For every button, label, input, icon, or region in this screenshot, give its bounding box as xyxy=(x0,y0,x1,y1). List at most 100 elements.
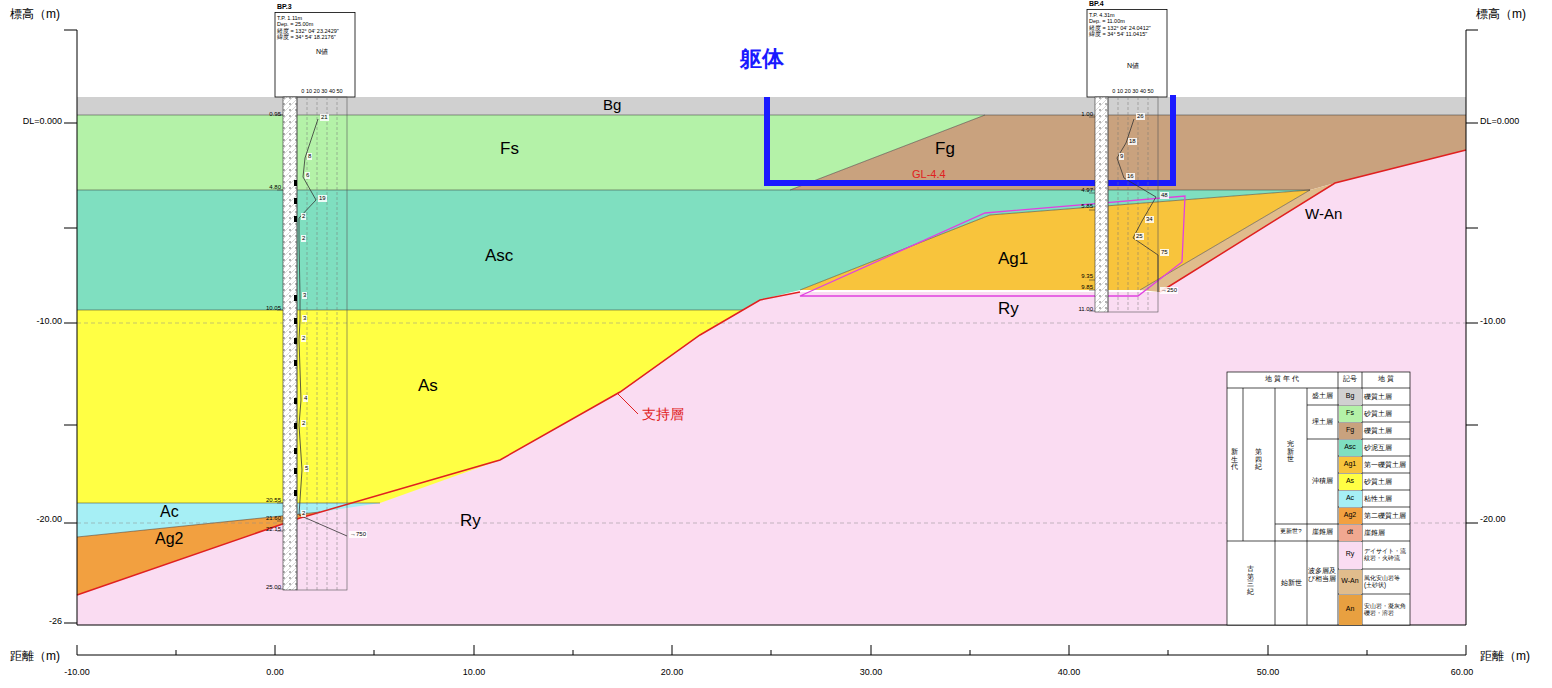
n-value: 48 xyxy=(1160,192,1169,199)
layer-symbol: Ry xyxy=(998,300,1019,319)
legend-text: 安山岩・凝灰角礫岩・溶岩 xyxy=(1364,603,1409,616)
structure-outline xyxy=(767,95,1173,183)
drawing-part xyxy=(1367,650,1368,655)
drawing-part xyxy=(1307,439,1338,440)
distance-tick: 40.00 xyxy=(1058,668,1081,678)
legend-text: 礫質土層 xyxy=(1364,393,1409,400)
legend-text: 粘性土層 xyxy=(1364,495,1409,502)
legend-symbol: Ry xyxy=(1346,550,1355,558)
n-value: 2 xyxy=(301,420,306,427)
elevation-label: -20.00 xyxy=(1480,515,1506,525)
n-value: 19 xyxy=(318,195,327,202)
leader-line xyxy=(618,394,638,414)
borehole-info: 経度 = 132° 04' 23.2429" xyxy=(277,28,339,34)
drawing-part xyxy=(64,523,77,524)
legend-symbol: An xyxy=(1346,605,1355,613)
drawing-part xyxy=(1362,372,1363,625)
legend-header: 始新世 xyxy=(1281,579,1302,587)
legend-symbol: Ag1 xyxy=(1344,460,1356,468)
depth-label: 21.60 xyxy=(266,515,281,522)
borehole-log xyxy=(283,97,297,590)
n-value: 18 xyxy=(1128,138,1137,145)
n-value: 2 xyxy=(301,510,306,517)
borehole-info: 緯度 = 34° 54' 18.2176" xyxy=(277,34,339,40)
legend-header: 第四紀 xyxy=(1255,448,1262,471)
elevation-label: -10.00 xyxy=(36,317,62,327)
legend-symbol: Ag2 xyxy=(1344,511,1356,519)
drawing-part xyxy=(1466,228,1478,229)
drawing-part xyxy=(294,198,297,204)
drawing-part xyxy=(573,650,574,655)
layer-symbol: Asc xyxy=(485,247,513,266)
borehole-info: T.P. 1.11m xyxy=(277,15,339,21)
w-an-layer xyxy=(1140,183,1335,292)
distance-tick: 20.00 xyxy=(661,668,684,678)
legend-symbol: Asc xyxy=(1344,443,1356,451)
borehole-info: Dep. = 25.00m xyxy=(277,21,339,27)
drawing-part xyxy=(1275,388,1276,625)
drawing-part xyxy=(1118,97,1119,312)
legend-text: 砂質土層 xyxy=(1364,410,1409,417)
sampling-marks xyxy=(294,168,1108,496)
borehole-info: T.P. 4.31m xyxy=(1089,12,1151,18)
elevation-label: DL=0.000 xyxy=(1480,117,1519,127)
n-value-scale: 0 10 20 30 40 50 xyxy=(301,88,342,94)
drawing-part xyxy=(64,228,77,229)
depth-label: 22.15 xyxy=(266,526,281,533)
distance-tick: 10.00 xyxy=(463,668,486,678)
drawing-part xyxy=(77,30,78,625)
n-value: 2 xyxy=(301,335,306,342)
drawing-part xyxy=(317,97,318,590)
n-value: 2 xyxy=(301,213,306,220)
drawing-part xyxy=(1307,524,1338,525)
legend-header: 地 質 xyxy=(1378,375,1394,383)
depth-label: 4.97 xyxy=(1081,187,1093,194)
legend-table xyxy=(1227,372,1410,625)
layer-symbol: Fs xyxy=(500,140,519,159)
drawing-part xyxy=(1466,123,1478,124)
drawing-part xyxy=(1466,323,1478,324)
drawing-part xyxy=(771,650,772,655)
drawing-part xyxy=(294,468,297,474)
n-value: →250 xyxy=(1160,287,1178,294)
ag1-outline xyxy=(800,196,1185,296)
legend-symbol: Fs xyxy=(1346,409,1354,417)
n-value-grid xyxy=(297,97,347,590)
borehole-name: BP.4 xyxy=(1089,0,1151,8)
legend-symbol: dt xyxy=(1347,528,1353,536)
n-value-scale: N値 xyxy=(316,48,328,56)
legend-header: 古第三紀 xyxy=(1247,565,1254,596)
bearing-layer-line xyxy=(1160,150,1466,292)
elevation-label: DL=0.000 xyxy=(23,117,62,127)
drawing-part xyxy=(1275,541,1307,542)
drawing-part xyxy=(337,97,338,590)
axis-title: 距離（m) xyxy=(1480,650,1530,663)
n-value-scale: N値 xyxy=(1127,62,1139,70)
n-value: 3 xyxy=(302,315,307,322)
legend-text: 第一礫質土層 xyxy=(1364,461,1409,468)
legend-header: 完新世 xyxy=(1287,440,1294,463)
depth-label: 25.00 xyxy=(266,584,281,591)
n-value: 75 xyxy=(1160,249,1169,256)
distance-tick: 60.00 xyxy=(1451,668,1474,678)
drawing-part xyxy=(374,650,375,655)
legend-symbol: As xyxy=(1346,477,1354,485)
drawing-part xyxy=(77,645,78,655)
legend-text: 第二礫質土層 xyxy=(1364,512,1409,519)
drawing-part xyxy=(77,503,380,504)
level-label: GL-4.4 xyxy=(912,168,946,180)
depth-label: 0.95 xyxy=(269,111,281,118)
drawing-part xyxy=(77,190,1310,191)
drawing-part xyxy=(1089,210,1095,211)
drawing-part xyxy=(1307,541,1338,542)
drawing-part xyxy=(294,423,297,429)
depth-ticks xyxy=(1089,117,1095,311)
n-value: 16 xyxy=(1126,173,1135,180)
legend-header: 新生代 xyxy=(1231,448,1238,471)
drawing-part xyxy=(327,97,328,590)
distance-tick: 50.00 xyxy=(1257,668,1280,678)
layer-symbol: Ag1 xyxy=(998,250,1028,269)
drawing-part xyxy=(294,360,297,366)
drawing-part xyxy=(1128,97,1129,312)
